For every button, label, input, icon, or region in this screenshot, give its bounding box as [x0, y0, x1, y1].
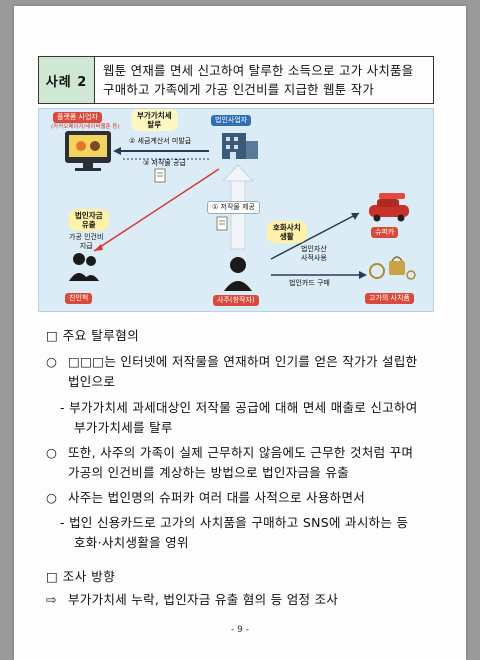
- allegation-item-2: ○또한, 사주의 가족이 실제 근무하지 않음에도 근무한 것처럼 꾸며 가공의…: [46, 445, 414, 480]
- vat-evasion-badge: 부가가치세 탈루: [131, 109, 178, 131]
- section-heading-investigation: □ 조사 방향: [46, 569, 116, 584]
- building-icon: [222, 133, 258, 159]
- allegation-item-1: ○□□□는 인터넷에 저작물을 연재하며 인기를 얻은 작가가 설립한 법인으로: [46, 354, 418, 389]
- supply-arrow: [113, 147, 209, 160]
- document-icon: [154, 168, 166, 183]
- fund-outflow-badge: 법인자금 유출: [69, 209, 109, 231]
- fake-wage-label: 가공 인건비 지급: [69, 233, 104, 250]
- allegation-sub-1: - 부가가치세 과세대상인 저작물 공급에 대해 면세 매출로 신고하여 부가가…: [60, 400, 418, 435]
- document-icon: [216, 216, 228, 231]
- monitor-icon: [65, 131, 111, 171]
- supercar-label: 슈퍼카: [371, 227, 399, 238]
- card-arrows: [270, 212, 367, 279]
- case-title: 웹툰 연재를 면세 신고하여 탈루한 소득으로 고가 사치품을 구매하고 가족에…: [95, 57, 433, 103]
- invoice-label: ② 세금계산서 미발급: [129, 137, 192, 145]
- section-heading-allegations: □ 주요 탈루혐의: [46, 328, 140, 343]
- case-header: 사례 2 웹툰 연재를 면세 신고하여 탈루한 소득으로 고가 사치품을 구매하…: [38, 56, 434, 104]
- luxury-life-badge: 호화사치 생활: [267, 221, 307, 243]
- tax-evasion-diagram: 플랫폼 사업자 (카카오페이지/네이버웹툰 등) 법인사업자 부가가치세 탈루 …: [38, 108, 434, 312]
- investigation-item: ⇨부가가치세 누락, 법인자금 유출 혐의 등 엄정 조사: [46, 592, 339, 607]
- provide-label: ① 저작물 제공: [207, 201, 260, 214]
- relatives-label: 친인척: [65, 293, 93, 304]
- supercar-icon: [369, 193, 409, 222]
- allegation-item-3: ○사주는 법인명의 슈퍼카 여러 대를 사적으로 사용하면서: [46, 490, 366, 505]
- case-title-line-2: 구매하고 가족에게 가공 인건비를 지급한 웹툰 작가: [103, 82, 375, 97]
- outflow-arrow: [93, 168, 220, 252]
- case-label: 사례 2: [39, 57, 95, 103]
- supply-label: ③ 저작물 공급: [143, 159, 186, 167]
- page-number: - 9 -: [231, 625, 249, 635]
- allegation-sub-2: - 법인 신용카드로 고가의 사치품을 구매하고 SNS에 과시하는 등 호화·…: [60, 515, 409, 550]
- owner-label: 사주(창작자): [213, 295, 259, 306]
- provide-arrow: [221, 164, 255, 250]
- asset-use-label: 법인자산 사적사용: [301, 245, 327, 262]
- platform-sub-label: (카카오페이지/네이버웹툰 등): [51, 124, 120, 130]
- relatives-icon: [69, 253, 99, 281]
- luxury-goods-label: 고가의 사치품: [365, 293, 414, 304]
- luxury-goods-icon: [369, 256, 416, 280]
- case-title-line-1: 웹툰 연재를 면세 신고하여 탈루한 소득으로 고가 사치품을: [103, 63, 414, 78]
- corporation-label: 법인사업자: [211, 115, 252, 126]
- owner-icon: [224, 257, 252, 291]
- diagram-graphics: [65, 131, 416, 291]
- card-purchase-label: 법인카드 구매: [289, 279, 330, 287]
- platform-label: 플랫폼 사업자: [53, 112, 102, 123]
